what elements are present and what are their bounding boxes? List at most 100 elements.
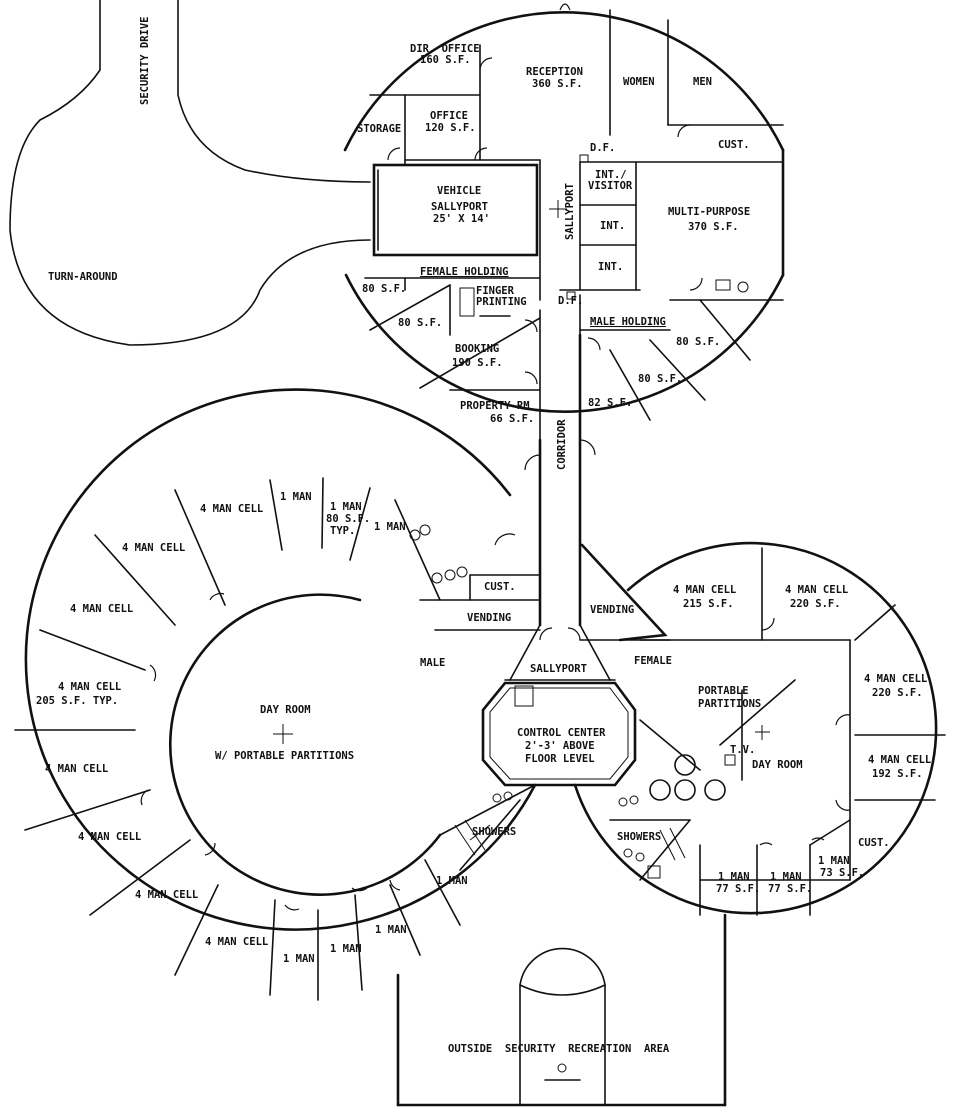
male-holding-label: MALE HOLDING [590, 316, 666, 328]
recreation-label: OUTSIDE SECURITY RECREATION AREA [448, 1043, 670, 1055]
int-label-a: INT. [600, 220, 625, 232]
female-cell-2: 4 MAN CELL [785, 584, 848, 596]
female-one-man-1-sf: 77 S.F. [716, 883, 760, 895]
portable-label: PORTABLE [698, 685, 749, 697]
male-pod-label: MALE [420, 657, 445, 669]
male-cell-8: 4 MAN CELL [205, 936, 268, 948]
vehicle-sallyport-size: 25' X 14' [433, 213, 490, 225]
male-cell-2: 4 MAN CELL [122, 542, 185, 554]
female-cell-2-sf: 220 S.F. [790, 598, 841, 610]
male-cell-3: 4 MAN CELL [70, 603, 133, 615]
male-cell-7: 4 MAN CELL [135, 889, 198, 901]
booking-sf: 190 S.F. [452, 357, 503, 369]
partitions-label: PARTITIONS [698, 698, 761, 710]
turn-around-label: TURN-AROUND [48, 271, 118, 283]
security-drive: SECURITY DRIVE TURN-AROUND [9, 0, 371, 346]
int-visitor-label-2: VISITOR [588, 180, 633, 192]
female-cell-3: 4 MAN CELL [864, 673, 927, 685]
men-restroom-label: MEN [693, 76, 712, 88]
admin-sallyport-label: SALLYPORT [564, 183, 576, 240]
male-holding-cell-b: 80 S.F. [638, 373, 682, 385]
finger-printing-label-1: FINGER [476, 285, 515, 297]
office-sf: 120 S.F. [425, 122, 476, 134]
male-cell-1: 4 MAN CELL [200, 503, 263, 515]
security-drive-label: SECURITY DRIVE [139, 16, 151, 105]
control-center-label-3: FLOOR LEVEL [525, 753, 595, 765]
male-cell-5: 4 MAN CELL [45, 763, 108, 775]
male-day-room-label: DAY ROOM [260, 704, 311, 716]
male-holding-cell-a: 80 S.F. [676, 336, 720, 348]
corridor: CORRIDOR [524, 333, 596, 627]
storage-label: STORAGE [357, 123, 401, 135]
male-cust-label: CUST. [484, 581, 516, 593]
drinking-fountain-top: D.F. [590, 142, 615, 154]
male-day-room-sub: W/ PORTABLE PARTITIONS [215, 750, 354, 762]
female-day-room-label: DAY ROOM [752, 759, 803, 771]
booking-label: BOOKING [455, 343, 499, 355]
vehicle-sallyport-label-1: VEHICLE [437, 185, 481, 197]
reception-label: RECEPTION [526, 66, 583, 78]
female-holding-label: FEMALE HOLDING [420, 266, 509, 278]
male-one-man-4: 1 MAN [283, 953, 315, 965]
control-center-label-2: 2'-3' ABOVE [525, 740, 595, 752]
female-pod [573, 541, 946, 916]
male-one-man-2: 1 MAN [330, 501, 362, 513]
male-one-man-6: 1 MAN [375, 924, 407, 936]
female-labels: VENDING 4 MAN CELL 215 S.F. 4 MAN CELL 2… [590, 584, 931, 895]
male-one-man-sf: 80 S.F. [326, 513, 370, 525]
female-holding-cell-a: 80 S.F. [362, 283, 406, 295]
drinking-fountain-bottom: D.F. [558, 295, 583, 307]
female-vending-label: VENDING [590, 604, 634, 616]
male-cell-4-sf: 205 S.F. TYP. [36, 695, 118, 707]
center-sallyport-label: SALLYPORT [530, 663, 587, 675]
multi-purpose-label: MULTI-PURPOSE [668, 206, 750, 218]
vehicle-sallyport-label-2: SALLYPORT [431, 201, 488, 213]
corridor-label: CORRIDOR [556, 419, 568, 470]
control-center-label-1: CONTROL CENTER [517, 727, 606, 739]
cust-top-label: CUST. [718, 139, 750, 151]
int-label-b: INT. [598, 261, 623, 273]
dir-office-label: DIR. OFFICE [410, 43, 480, 55]
admin-pod [343, 3, 785, 441]
male-one-man-typ: TYP. [330, 525, 355, 537]
tv-label: T.V. [730, 744, 755, 756]
female-cust-label: CUST. [858, 837, 890, 849]
int-visitor-label-1: INT./ [595, 169, 627, 181]
male-one-man-3: 1 MAN [374, 521, 406, 533]
female-holding-cell-b: 80 S.F. [398, 317, 442, 329]
female-one-man-3: 1 MAN [818, 855, 850, 867]
women-restroom-label: WOMEN [623, 76, 655, 88]
male-one-man-7: 1 MAN [436, 875, 468, 887]
female-cell-3-sf: 220 S.F. [872, 687, 923, 699]
male-one-man-5: 1 MAN [330, 943, 362, 955]
male-holding-cell-c: 82 S.F. [588, 397, 632, 409]
dir-office-sf: 160 S.F. [420, 54, 471, 66]
property-room-sf: 66 S.F. [490, 413, 534, 425]
male-cell-4: 4 MAN CELL [58, 681, 121, 693]
office-label: OFFICE [430, 110, 468, 122]
female-pod-label: FEMALE [634, 655, 672, 667]
female-cell-1: 4 MAN CELL [673, 584, 736, 596]
female-one-man-3-sf: 73 S.F. [820, 867, 864, 879]
male-showers-label: SHOWERS [472, 826, 516, 838]
male-vending-label: VENDING [467, 612, 511, 624]
finger-printing-label-2: PRINTING [476, 296, 527, 308]
property-room-label: PROPERTY RM [460, 400, 530, 412]
female-one-man-2: 1 MAN [770, 871, 802, 883]
reception-sf: 360 S.F. [532, 78, 583, 90]
male-cell-6: 4 MAN CELL [78, 831, 141, 843]
female-cell-1-sf: 215 S.F. [683, 598, 734, 610]
female-one-man-1: 1 MAN [718, 871, 750, 883]
female-cell-4: 4 MAN CELL [868, 754, 931, 766]
male-pod [14, 388, 541, 1001]
female-showers-label: SHOWERS [617, 831, 661, 843]
admin-labels: DIR. OFFICE 160 S.F. RECEPTION 360 S.F. … [357, 43, 750, 425]
male-labels: 4 MAN CELL 1 MAN 1 MAN 80 S.F. TYP. 1 MA… [36, 491, 516, 965]
female-cell-4-sf: 192 S.F. [872, 768, 923, 780]
control-center: SALLYPORT CONTROL CENTER 2'-3' ABOVE FLO… [481, 624, 637, 787]
female-one-man-2-sf: 77 S.F. [768, 883, 812, 895]
multi-purpose-sf: 370 S.F. [688, 221, 739, 233]
male-one-man-1: 1 MAN [280, 491, 312, 503]
recreation-area: OUTSIDE SECURITY RECREATION AREA [396, 913, 727, 1107]
